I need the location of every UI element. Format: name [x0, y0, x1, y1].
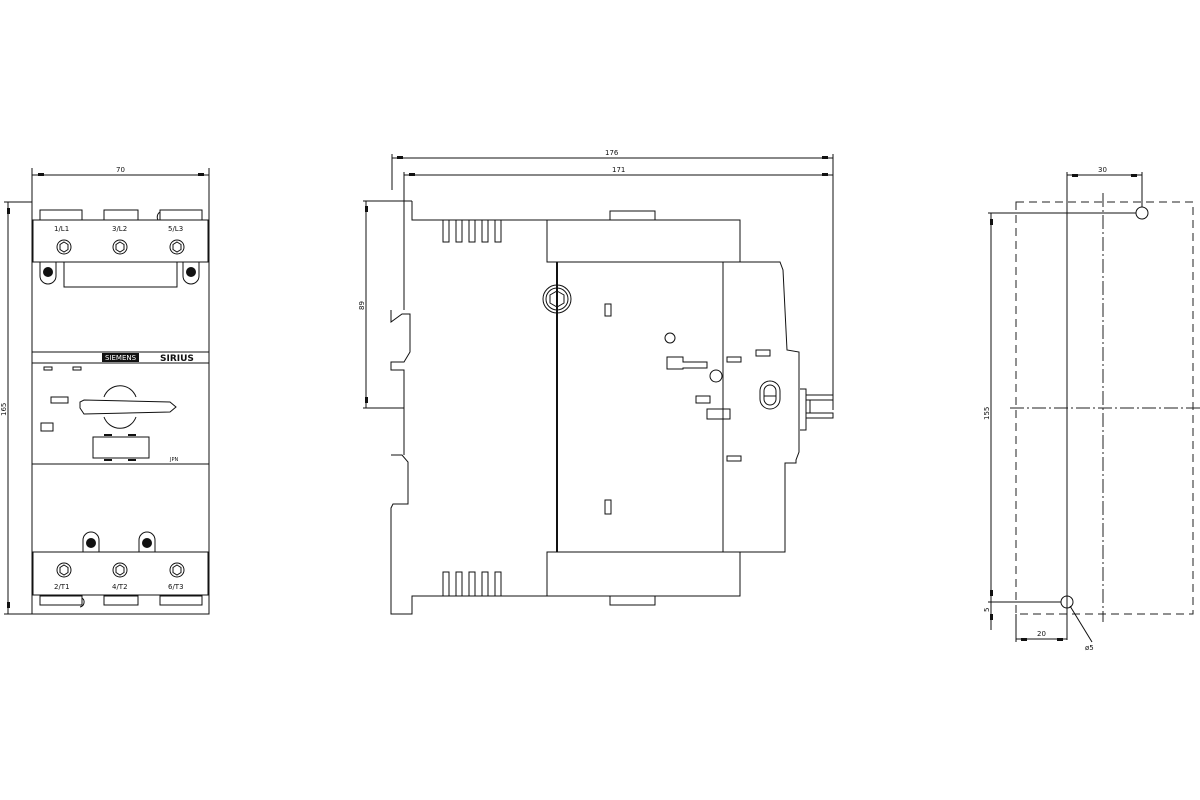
vent-fins — [442, 219, 502, 597]
maker-label: SIEMENS — [105, 354, 137, 362]
depth-dim: 171 — [612, 166, 625, 174]
left-offset-dim: 20 — [1037, 630, 1046, 638]
front-view: 70 165 1/L1 3/L2 5/L3 — [0, 166, 210, 615]
terminal-label-4: 4/T2 — [112, 583, 128, 591]
rotary-knob-icon — [79, 385, 177, 429]
adjust-dial-icon — [759, 380, 781, 410]
terminal-screw-icon — [56, 239, 185, 255]
vertical-spacing-dim: 155 — [983, 407, 991, 420]
terminal-label-6: 6/T3 — [168, 583, 184, 591]
hex-screw-icon — [542, 284, 572, 314]
overall-depth-dim: 176 — [605, 149, 619, 157]
terminal-screw-icon — [56, 562, 185, 578]
terminal-label-5: 5/L3 — [168, 225, 183, 233]
mounting-view: 30 155 5 20 ø5 — [983, 166, 1200, 652]
origin-mark: JPN — [169, 457, 178, 463]
front-height-dim: 165 — [0, 403, 8, 416]
front-width-dim: 70 — [116, 166, 125, 174]
brand-label: SIRIUS — [160, 354, 194, 364]
terminal-label-1: 1/L1 — [54, 225, 69, 233]
side-view: 176 171 89 — [358, 149, 834, 615]
horizontal-offset-dim: 30 — [1098, 166, 1107, 174]
terminal-label-2: 2/T1 — [54, 583, 70, 591]
terminal-label-3: 3/L2 — [112, 225, 127, 233]
mounting-hole-top — [1135, 206, 1149, 220]
bottom-offset-dim: 5 — [983, 608, 991, 612]
hole-diameter-dim: ø5 — [1085, 644, 1094, 652]
rail-height-dim: 89 — [358, 301, 366, 310]
